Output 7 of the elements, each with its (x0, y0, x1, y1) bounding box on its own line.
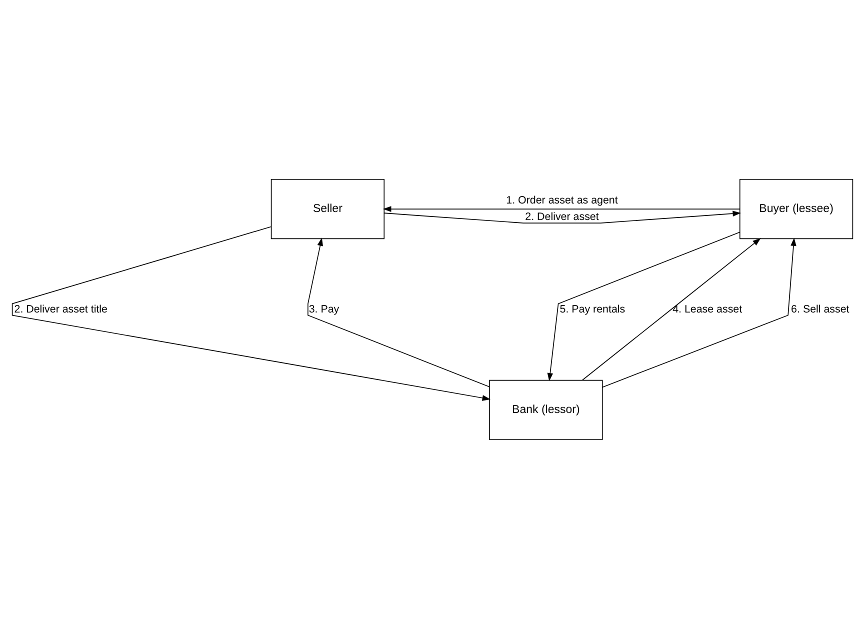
edge-label: 2. Deliver asset (524, 211, 598, 224)
edge-label: 5. Pay rentals (559, 303, 625, 316)
edge-label: 2. Deliver asset title (14, 303, 108, 316)
edge-label: 6. Sell asset (790, 303, 849, 316)
edge-label: 4. Lease asset (672, 303, 742, 316)
edge-label: 3. Pay (308, 303, 339, 316)
edge-label: 1. Order asset as agent (506, 194, 618, 207)
